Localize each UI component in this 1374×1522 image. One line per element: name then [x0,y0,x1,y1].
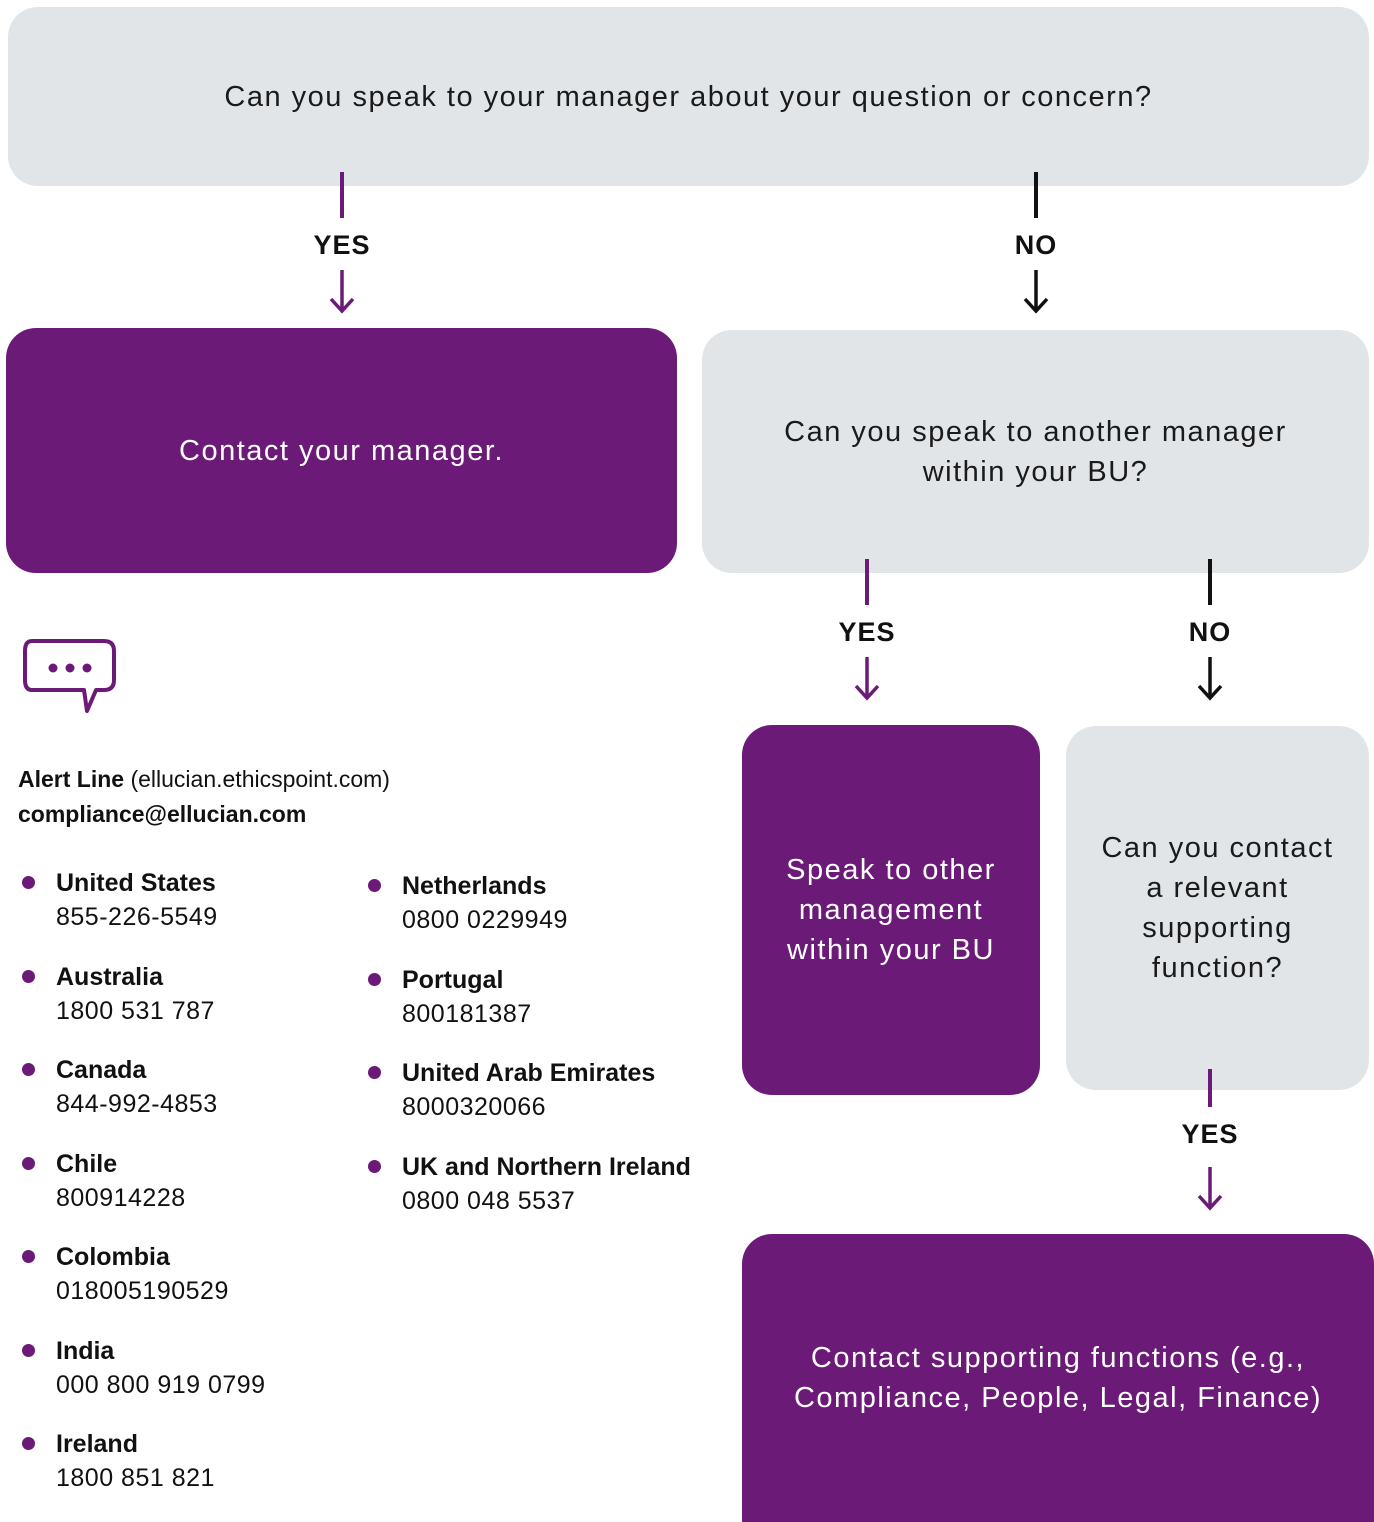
list-item: United States 855-226-5549 [20,866,266,960]
list-item: Ireland 1800 851 821 [20,1427,266,1521]
yes-label: YES [313,230,371,260]
question-another-manager: Can you speak to another manager within … [702,330,1369,573]
connector-line [1034,172,1038,218]
alert-line-label: Alert Line [18,766,125,792]
phone-number: 800181387 [402,999,532,1028]
connector-line [1208,559,1212,605]
action-contact-manager: Contact your manager. [6,328,677,573]
bullet-icon [368,1066,381,1079]
question-text: Can you speak to your manager about your… [224,80,1153,113]
alert-line-site[interactable]: (ellucian.ethicspoint.com) [130,766,390,792]
bullet-icon [22,1156,35,1170]
list-item: Australia 1800 531 787 [20,960,266,1054]
bullet-icon [22,1250,35,1263]
arrow-down-icon [1197,1167,1223,1211]
list-item: UK and Northern Ireland 0800 048 5537 [366,1150,691,1244]
phone-number: 844-992-4853 [56,1090,218,1118]
phone-number: 1800 851 821 [56,1464,215,1492]
phone-number: 018005190529 [56,1277,229,1305]
yes-label: YES [838,617,896,647]
question-text: Can you speak to another manager within … [784,415,1287,488]
country-name: United States [56,869,216,897]
connector-q1-yes: YES [302,172,382,322]
phone-number: 855-226-5549 [56,903,218,931]
arrow-down-icon [854,657,880,701]
country-name: India [56,1336,115,1365]
country-name: Chile [56,1149,118,1178]
bullet-icon [368,972,381,986]
connector-q2-yes: YES [827,559,907,709]
list-item: Portugal 800181387 [366,963,691,1057]
phone-number: 000 800 919 0799 [56,1370,266,1399]
phone-number: 800914228 [56,1183,186,1212]
question-speak-to-manager: Can you speak to your manager about your… [8,7,1369,186]
country-name: UK and Northern Ireland [402,1152,691,1181]
list-item: Colombia 018005190529 [20,1240,266,1334]
country-name: Colombia [56,1243,170,1271]
bullet-icon [22,969,35,983]
list-item: India 000 800 919 0799 [20,1334,266,1428]
bullet-icon [22,1437,35,1450]
connector-line [1208,1069,1212,1107]
no-label: NO [1188,617,1232,647]
no-label: NO [1014,230,1058,260]
phone-number: 8000320066 [402,1093,547,1121]
alert-line: Alert Line (ellucian.ethicspoint.com) [18,762,390,797]
list-item: Netherlands 0800 0229949 [366,869,691,963]
arrow-down-icon [1023,270,1049,314]
question-supporting-function: Can you contact a relevant supporting fu… [1066,726,1369,1090]
action-text: Speak to other management within your BU [786,854,996,966]
hotline-list-col2: Netherlands 0800 0229949 Portugal 800181… [366,869,691,1243]
connector-line [865,559,869,605]
arrow-down-icon [329,270,355,314]
bullet-icon [22,1343,35,1357]
action-contact-supporting-functions: Contact supporting functions (e.g., Comp… [742,1234,1374,1522]
bullet-icon [368,1159,381,1173]
connector-line [340,172,344,218]
action-speak-other-management: Speak to other management within your BU [742,725,1040,1095]
connector-q3-yes: YES [1170,1069,1250,1219]
connector-q1-no: NO [996,172,1076,322]
question-text: Can you contact a relevant supporting fu… [1101,832,1334,984]
action-text: Contact your manager. [179,434,504,467]
yes-label: YES [1181,1119,1239,1149]
hotline-list-col1: United States 855-226-5549 Australia 180… [20,866,266,1521]
phone-number: 0800 0229949 [402,906,568,934]
bullet-icon [22,1063,35,1076]
phone-number: 0800 048 5537 [402,1186,576,1215]
bullet-icon [22,876,35,889]
country-name: Australia [56,962,163,991]
chat-bubble-icon [23,639,116,713]
country-name: Portugal [402,965,504,994]
compliance-email[interactable]: compliance@ellucian.com [18,797,390,832]
action-text: Contact supporting functions (e.g., Comp… [793,1342,1323,1414]
country-name: United Arab Emirates [402,1059,656,1087]
country-name: Netherlands [402,872,547,900]
bullet-icon [368,879,381,892]
compliance-email-text[interactable]: compliance@ellucian.com [18,801,307,827]
country-name: Ireland [56,1430,138,1458]
arrow-down-icon [1197,657,1223,701]
list-item: Canada 844-992-4853 [20,1053,266,1147]
list-item: Chile 800914228 [20,1147,266,1241]
country-name: Canada [56,1056,147,1084]
list-item: United Arab Emirates 8000320066 [366,1056,691,1150]
phone-number: 1800 531 787 [56,996,215,1025]
contact-info: Alert Line (ellucian.ethicspoint.com) co… [18,762,390,832]
connector-q2-no: NO [1170,559,1250,709]
